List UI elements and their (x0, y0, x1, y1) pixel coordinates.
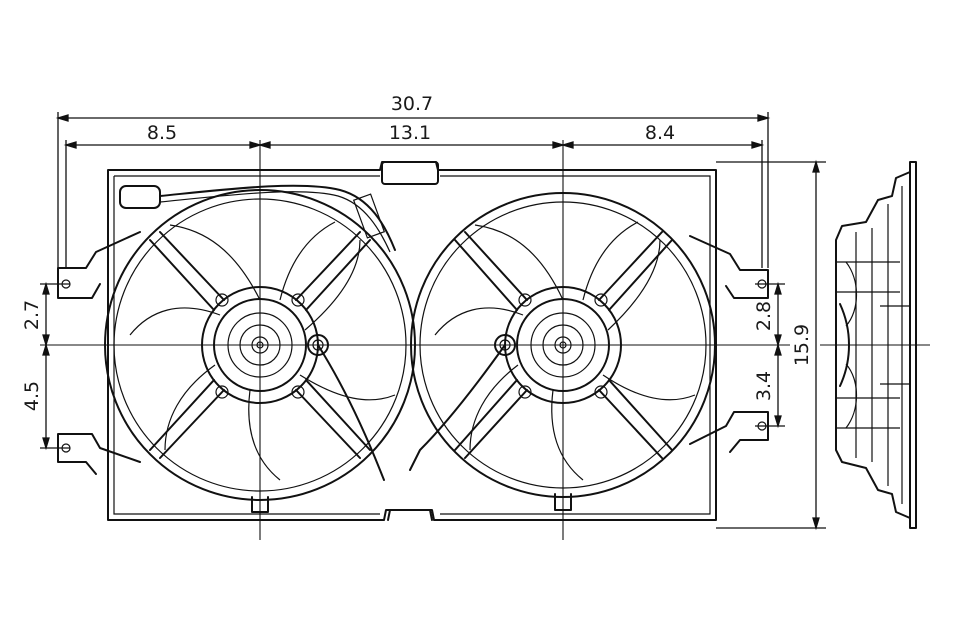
overall-height-label: 15.9 (791, 324, 813, 366)
left-lower-label: 4.5 (21, 381, 43, 411)
right-upper-label: 2.8 (753, 301, 775, 331)
connector (119, 185, 161, 209)
overall-width-label: 30.7 (391, 93, 433, 115)
side-view (835, 161, 917, 529)
wire-harness (119, 184, 506, 481)
center-lines (40, 140, 930, 540)
top-tab (381, 161, 439, 185)
left-upper-label: 2.7 (21, 300, 43, 330)
center-span-label: 13.1 (389, 122, 431, 144)
bottom-tab (387, 509, 433, 521)
right-span-label: 8.4 (645, 122, 675, 144)
shroud-frame (107, 161, 717, 521)
dimension-labels: 30.7 8.5 13.1 8.4 2.7 4.5 2.8 3.4 15.9 (21, 93, 813, 411)
dimension-lines (40, 112, 826, 531)
right-lower-label: 3.4 (753, 371, 775, 401)
left-span-label: 8.5 (147, 122, 177, 144)
